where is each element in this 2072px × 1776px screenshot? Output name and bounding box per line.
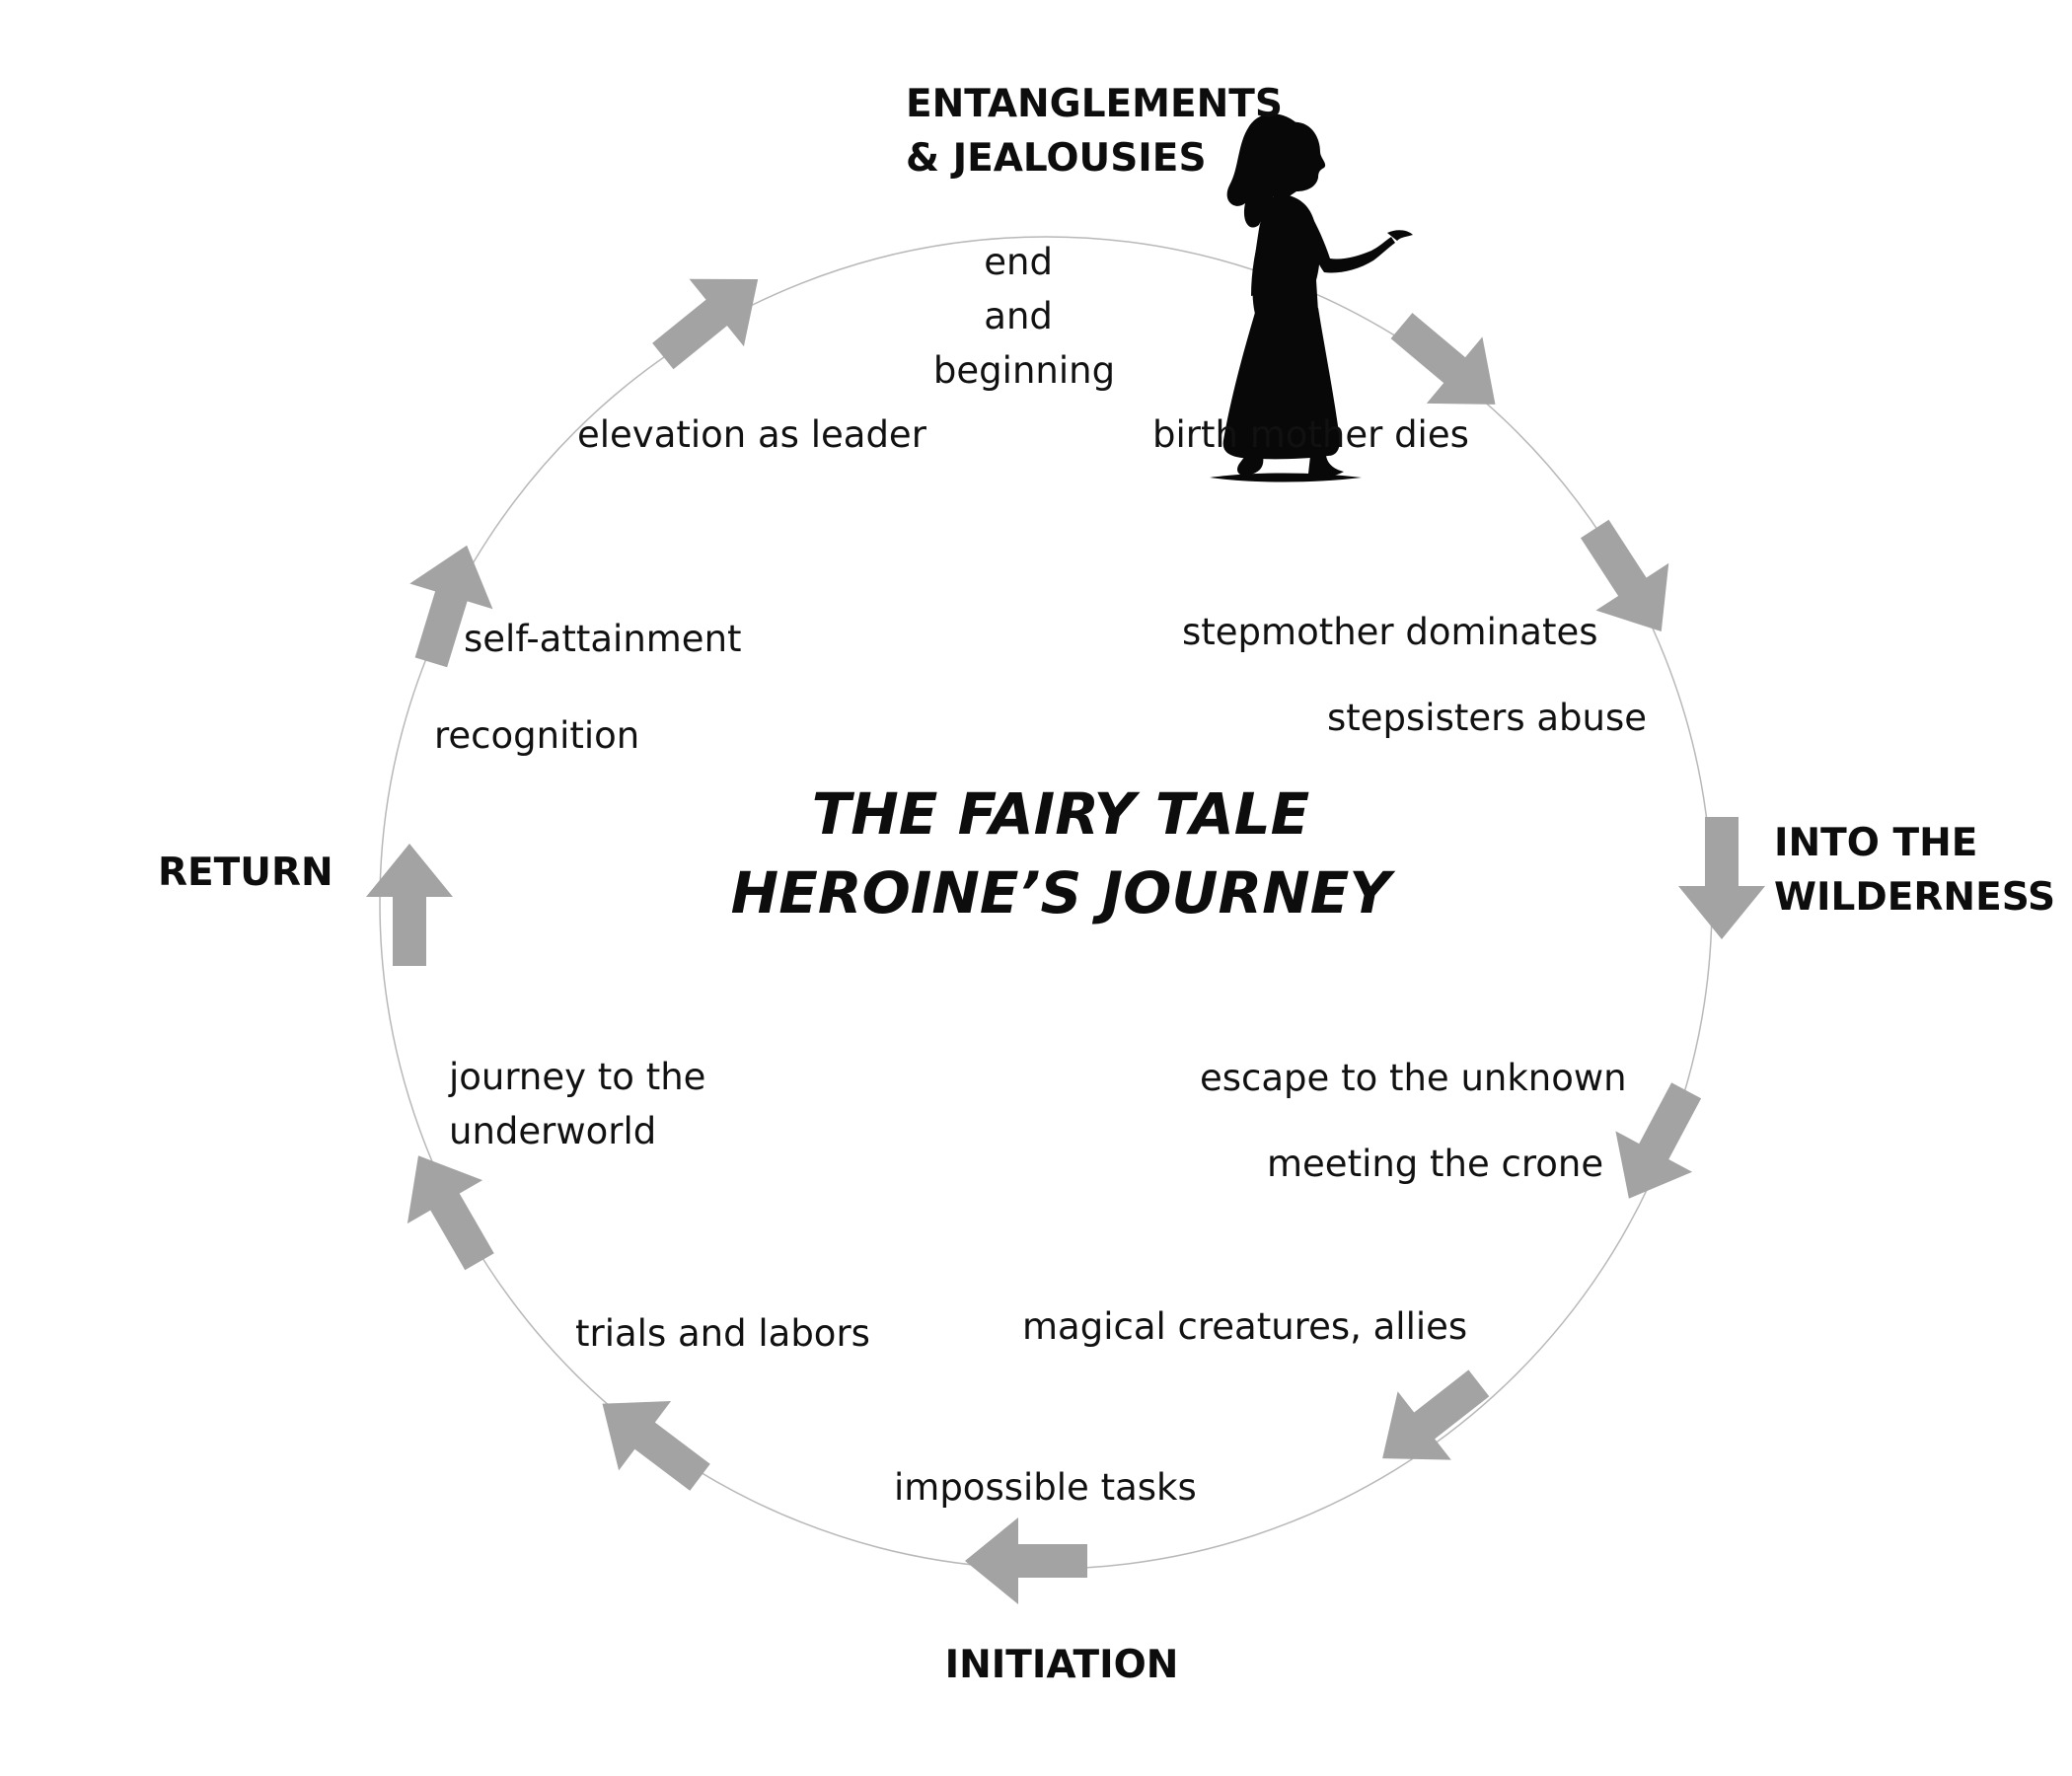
flow-arrow-icon-5 xyxy=(1382,1369,1490,1460)
phase-label-initiation: INITIATION xyxy=(945,1643,1179,1687)
flow-arrow-icon-10 xyxy=(409,545,493,668)
flow-arrow-icon-2 xyxy=(1580,519,1669,631)
stage-stepmother-dominates: stepmother dominates xyxy=(1182,611,1598,653)
phase-label-entanglements: ENTANGLEMENTS & JEALOUSIES xyxy=(906,82,1296,181)
stage-stepsisters-abuse: stepsisters abuse xyxy=(1327,697,1647,739)
stage-recognition: recognition xyxy=(434,714,639,757)
diagram-title-line-2: HEROINE’S JOURNEY xyxy=(731,859,1396,926)
stage-birth-mother-dies: birth mother dies xyxy=(1152,413,1469,456)
flow-arrow-icon-7 xyxy=(602,1401,710,1491)
flow-arrow-icon-1 xyxy=(1390,313,1496,405)
stage-escape-to-the-unknown: escape to the unknown xyxy=(1200,1057,1627,1099)
stage-self-attainment: self-attainment xyxy=(464,618,742,660)
woman-silhouette-icon xyxy=(1210,113,1413,482)
stage-journey-to-the-underworld: journey to the underworld xyxy=(448,1056,717,1152)
phase-label-wilderness: INTO THE WILDERNESS xyxy=(1774,821,2055,920)
phase-label-return: RETURN xyxy=(158,851,333,895)
stage-magical-creatures-allies: magical creatures, allies xyxy=(1022,1305,1467,1348)
stage-impossible-tasks: impossible tasks xyxy=(894,1466,1197,1509)
flow-arrow-icon-9 xyxy=(366,844,453,966)
flow-arrow-icon-4 xyxy=(1615,1082,1702,1199)
flow-arrow-icon-11 xyxy=(652,278,759,370)
flow-arrows xyxy=(366,278,1765,1604)
stage-end-and-beginning: end and beginning xyxy=(933,241,1115,392)
flow-arrow-icon-6 xyxy=(965,1517,1087,1604)
flow-arrow-icon-8 xyxy=(407,1155,494,1271)
stage-trials-and-labors: trials and labors xyxy=(575,1312,870,1355)
diagram-title-line-1: THE FAIRY TALE xyxy=(812,780,1310,848)
flow-arrow-icon-3 xyxy=(1678,817,1765,939)
stage-elevation-as-leader: elevation as leader xyxy=(577,413,927,456)
stage-meeting-the-crone: meeting the crone xyxy=(1267,1143,1603,1185)
